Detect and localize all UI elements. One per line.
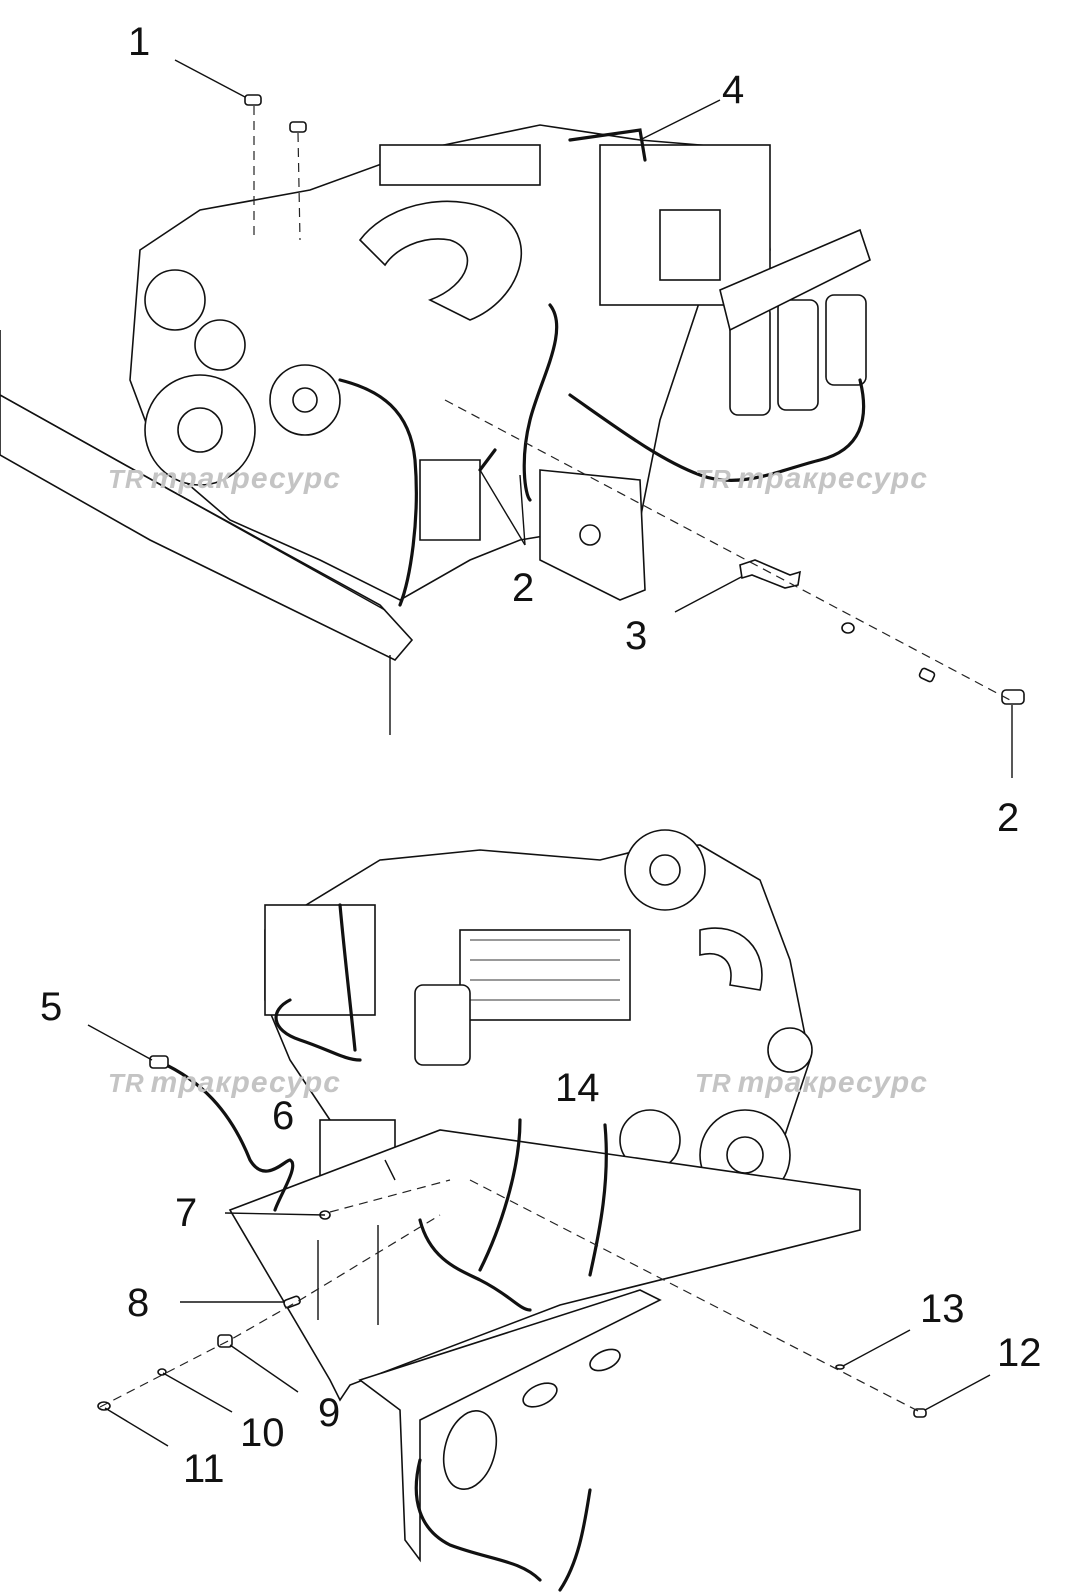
bottom-engine-assembly (87, 829, 991, 1592)
watermark-text: тракресурс (150, 1066, 341, 1099)
callout-10: 10 (240, 1411, 285, 1455)
callout-12: 12 (997, 1331, 1042, 1375)
watermark-logo: TR (108, 1068, 145, 1098)
watermark-logo: TR (108, 464, 145, 494)
callout-13: 13 (920, 1287, 965, 1331)
callout-1: 1 (128, 20, 151, 64)
callout-7: 7 (175, 1191, 198, 1235)
watermark-text: тракресурс (737, 1066, 928, 1099)
callout-2-right: 2 (997, 796, 1020, 840)
callout-5: 5 (40, 985, 63, 1029)
watermark-text: тракресурс (150, 462, 341, 495)
callout-11: 11 (183, 1447, 225, 1491)
watermark-logo: TR (695, 464, 732, 494)
part-1-fittings (244, 94, 307, 241)
callout-8: 8 (127, 1281, 150, 1325)
callout-4: 4 (722, 68, 745, 112)
part-3-bracket (444, 399, 1025, 705)
watermark-logo: TR (695, 1068, 732, 1098)
callout-6: 6 (272, 1094, 295, 1138)
callout-3: 3 (625, 614, 648, 658)
top-engine-assembly (0, 59, 1025, 778)
callout-9: 9 (318, 1391, 341, 1435)
watermark-text: тракресурс (737, 462, 928, 495)
callout-2-top: 2 (512, 566, 535, 610)
callout-14: 14 (555, 1066, 600, 1110)
fuel-filters (719, 228, 871, 416)
